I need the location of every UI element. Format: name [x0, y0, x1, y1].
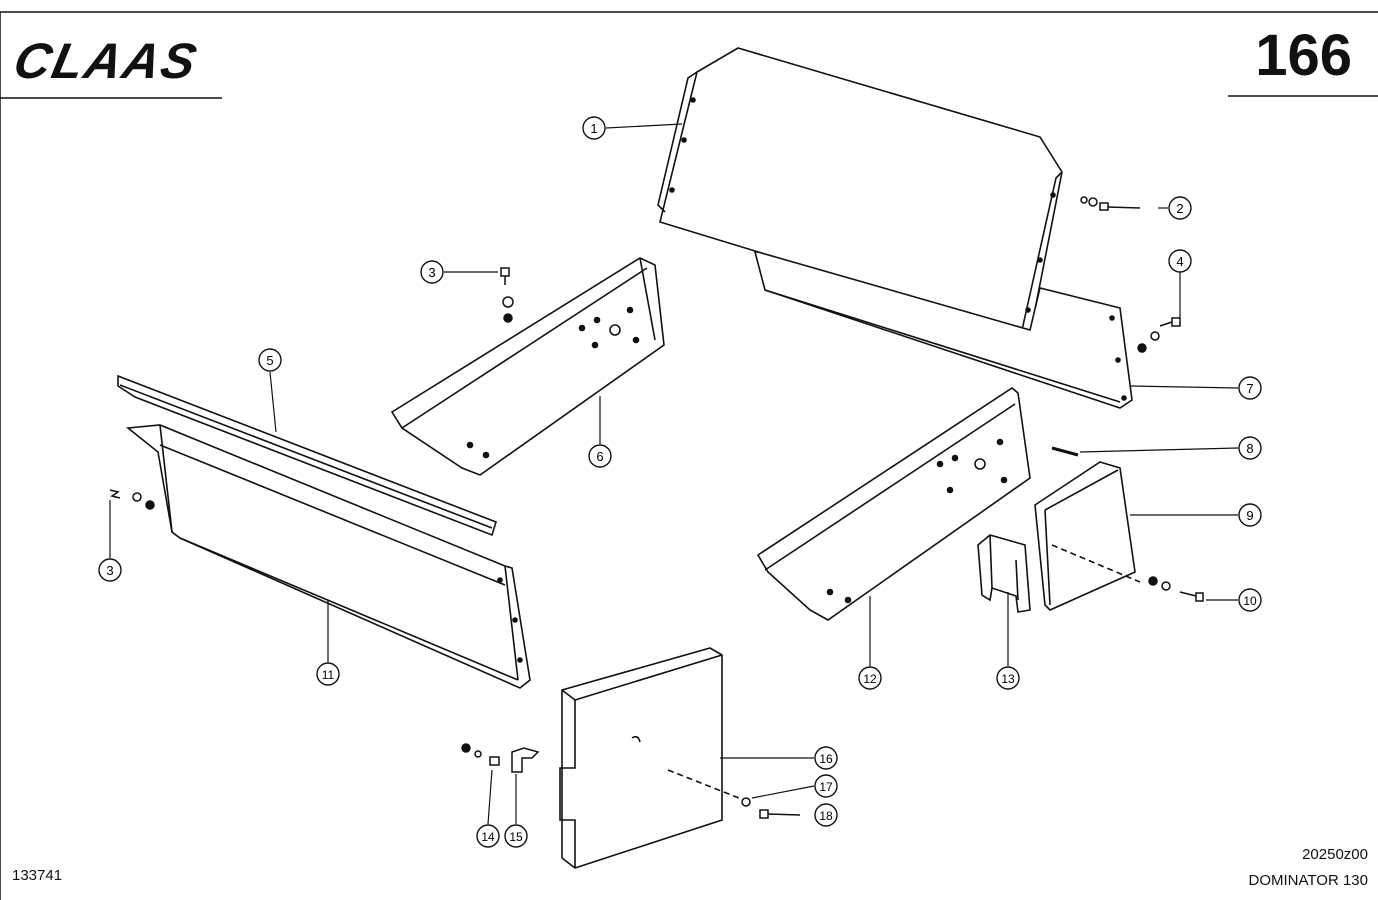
callout-13: 13: [996, 666, 1020, 690]
svg-text:8: 8: [1246, 441, 1253, 456]
svg-text:17: 17: [819, 780, 833, 794]
svg-text:12: 12: [863, 672, 877, 686]
callout-5: 5: [258, 348, 282, 372]
callout-3-top: 3: [420, 260, 444, 284]
callout-3-left: 3: [98, 558, 122, 582]
svg-text:16: 16: [819, 752, 833, 766]
callout-7: 7: [1238, 376, 1262, 400]
part-pin: [1051, 446, 1079, 457]
callout-8: 8: [1238, 436, 1262, 460]
hardware-items: [109, 196, 1204, 819]
page-frame: [0, 11, 1378, 900]
part-lower-strip: [753, 251, 1133, 409]
svg-text:11: 11: [322, 668, 335, 682]
svg-text:14: 14: [481, 830, 495, 844]
callout-17: 17: [814, 774, 838, 798]
reference-number: 133741: [12, 867, 63, 884]
svg-text:5: 5: [266, 353, 273, 368]
svg-text:3: 3: [106, 563, 113, 578]
part-bracket-plate-lower: [756, 387, 1031, 621]
part-end-cover: [559, 647, 745, 869]
part-long-frame: [125, 424, 531, 689]
page-number: 166: [1255, 23, 1352, 88]
callout-12: 12: [858, 666, 882, 690]
part-clip-bracket: [977, 534, 1031, 613]
part-box-cover: [1034, 461, 1141, 611]
svg-text:9: 9: [1246, 508, 1253, 523]
document-code: 20250z00: [1302, 846, 1368, 863]
part-cover-panel: [657, 47, 1063, 337]
callout-16: 16: [814, 746, 838, 770]
callout-2: 2: [1168, 196, 1192, 220]
callout-18: 18: [814, 803, 838, 827]
svg-text:6: 6: [596, 449, 603, 464]
callout-15: 15: [504, 824, 528, 848]
callout-11: 11: [316, 662, 340, 686]
callout-10: 10: [1238, 588, 1262, 612]
svg-text:15: 15: [509, 830, 523, 844]
part-bracket-plate-upper: [390, 257, 665, 476]
brand-logo-text: CLAAS: [9, 33, 203, 89]
svg-text:2: 2: [1176, 201, 1183, 216]
callout-leaders: [109, 123, 1239, 825]
callout-6: 6: [588, 444, 612, 468]
svg-text:1: 1: [590, 121, 597, 136]
callout-1: 1: [582, 116, 606, 140]
svg-text:10: 10: [1243, 594, 1257, 608]
claas-logo: CLAAS: [9, 33, 203, 89]
svg-text:4: 4: [1176, 254, 1183, 269]
svg-text:18: 18: [819, 809, 833, 823]
callout-9: 9: [1238, 503, 1262, 527]
svg-text:7: 7: [1246, 381, 1253, 396]
callouts: 1 2 3 4 5 6 7 8 9 3 10 11 12 13 14 15 16…: [98, 116, 1262, 848]
part-angle-strip: [117, 374, 497, 537]
svg-text:3: 3: [428, 265, 435, 280]
callout-4: 4: [1168, 249, 1192, 273]
svg-text:13: 13: [1001, 672, 1015, 686]
machine-model: DOMINATOR 130: [1248, 872, 1368, 889]
callout-14: 14: [476, 824, 500, 848]
